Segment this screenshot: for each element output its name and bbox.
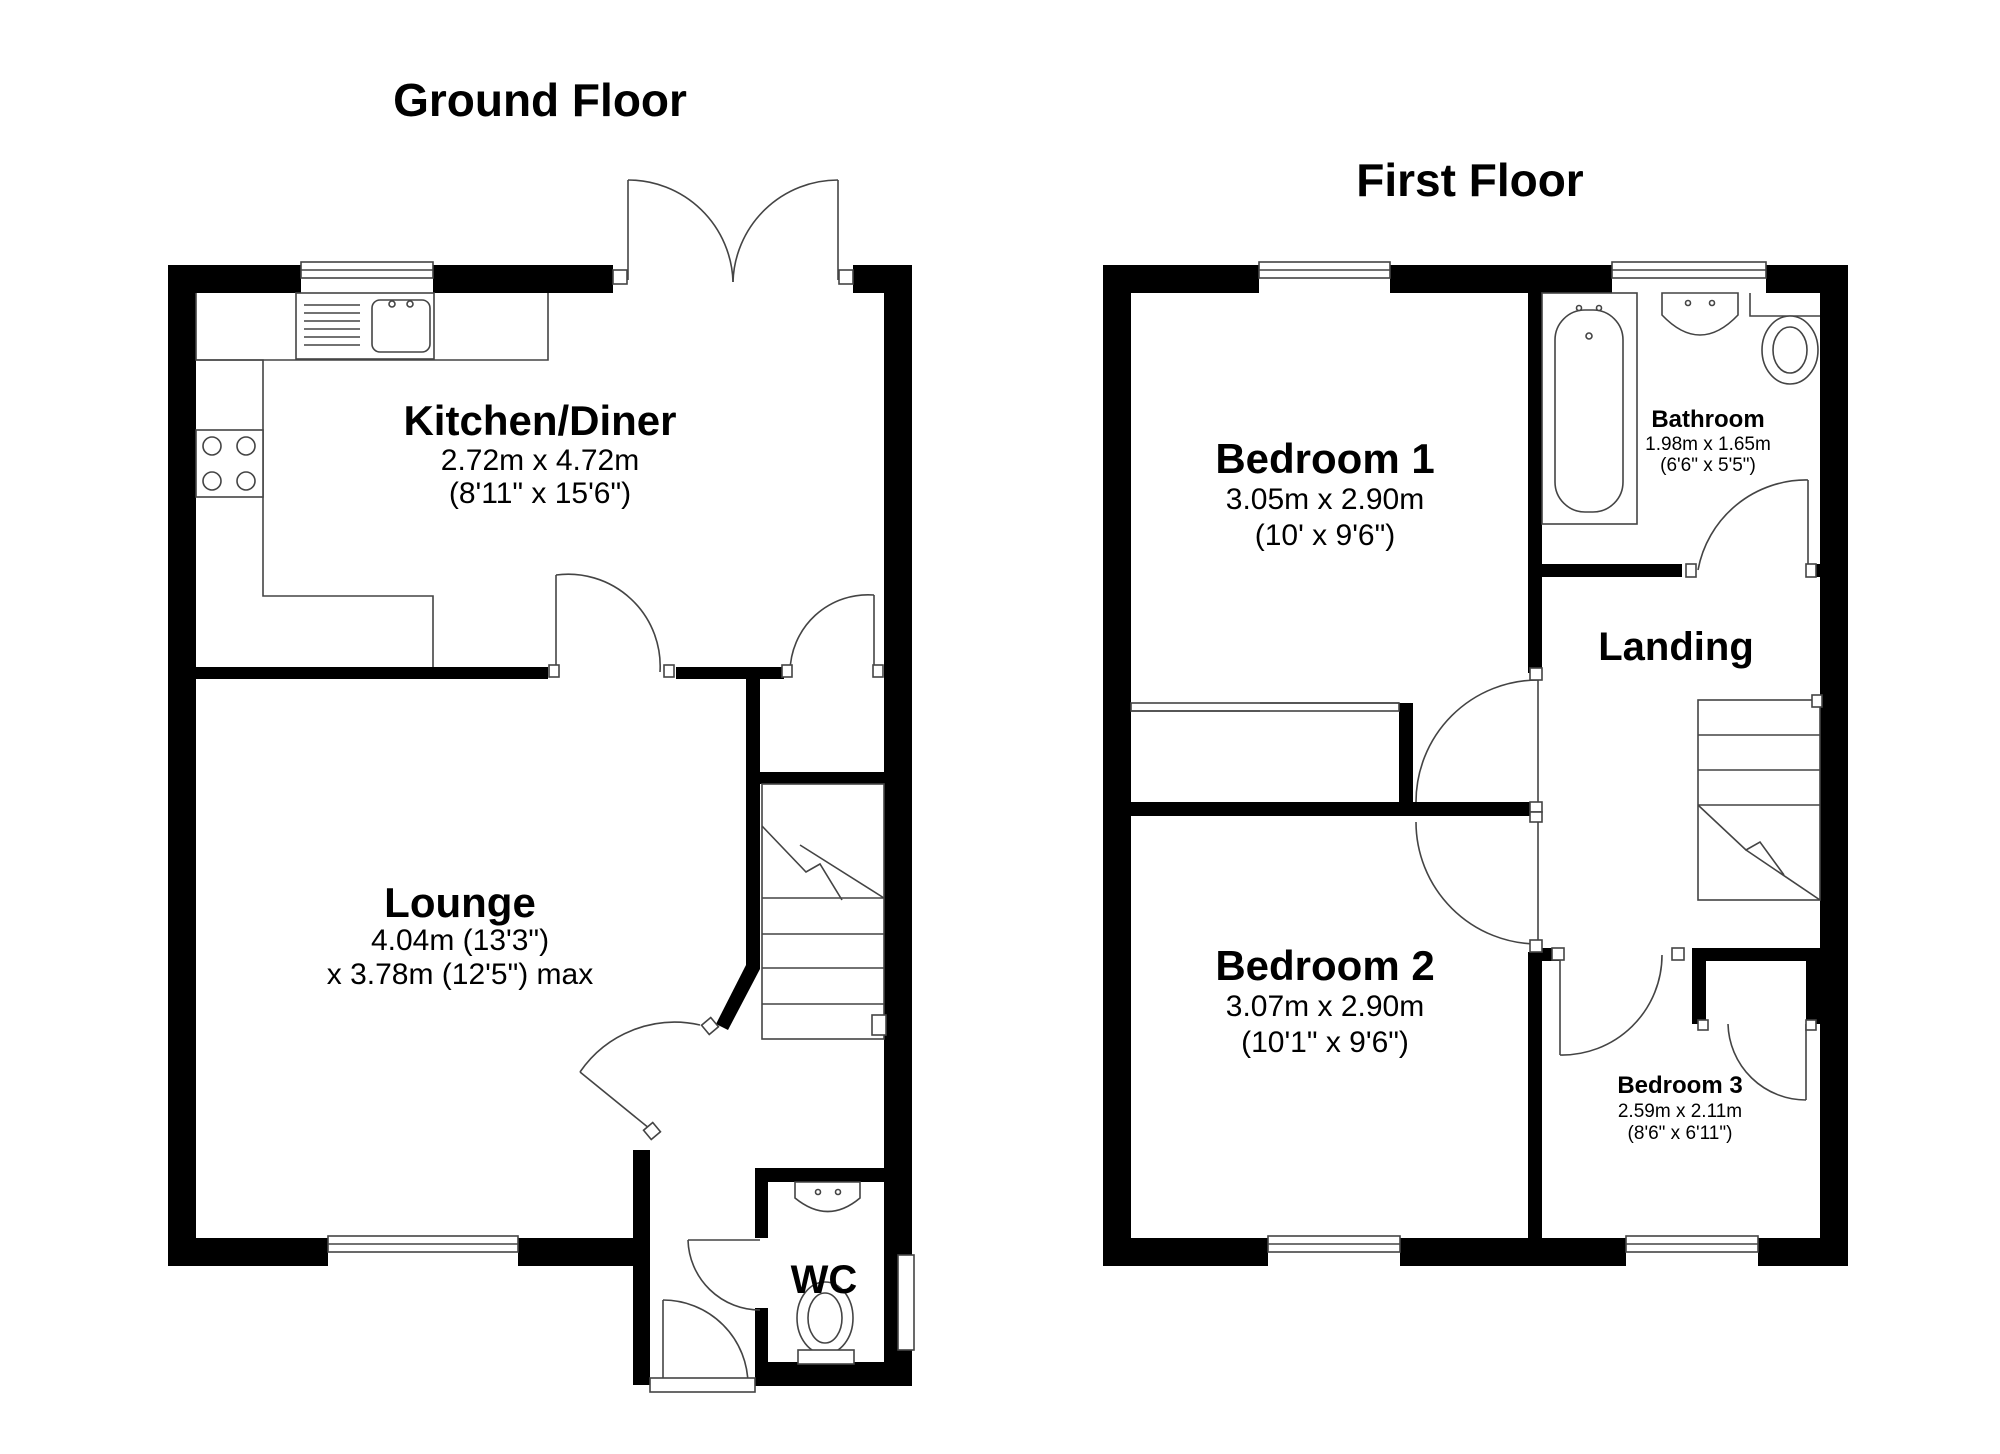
gf-wall-right-upper <box>884 265 912 1385</box>
lounge-dim-line1: 4.04m (13'3") <box>371 924 549 957</box>
ff-wall-top-b <box>1390 265 1612 293</box>
bedroom3-door <box>1551 947 1685 1056</box>
gf-wall-wc-top <box>755 1168 884 1182</box>
ff-wall-bottom-a <box>1103 1238 1268 1266</box>
gf-wall-wc-side-a <box>755 1168 768 1238</box>
bathroom-dim-imperial: (6'6" x 5'5") <box>1660 455 1756 476</box>
gf-wall-kitchen-lounge-a <box>196 667 548 679</box>
ff-wall-left <box>1103 265 1131 1265</box>
ff-wall-bed1-bed2 <box>1131 802 1541 816</box>
bathroom-name: Bathroom <box>1651 406 1764 433</box>
bedroom1-door <box>1415 667 1543 813</box>
bedroom3-cupboard-door <box>1697 1019 1817 1101</box>
bathroom-door <box>1685 479 1817 578</box>
gf-wall-cupboard-bottom <box>760 772 884 784</box>
gf-wall-wc-side-b <box>755 1308 768 1386</box>
bathroom-basin-icon <box>1661 292 1739 336</box>
lounge-door <box>579 1016 720 1141</box>
wc-name: WC <box>791 1258 858 1302</box>
ff-wall-bath-bottom <box>1542 564 1682 577</box>
ff-wall-bed3-cupboard-a <box>1692 948 1820 961</box>
wc-window <box>897 1254 915 1351</box>
gf-wall-stairs-side <box>746 679 760 969</box>
wc-basin-icon <box>794 1181 861 1213</box>
kitchen-name: Kitchen/Diner <box>403 397 676 444</box>
cupboard-door <box>781 593 884 678</box>
hob-icon <box>195 429 264 498</box>
ff-stairs <box>1697 694 1823 901</box>
bedroom3-dim-imperial: (8'6" x 6'11") <box>1628 1123 1733 1144</box>
gf-wall-entry-left <box>633 1150 650 1385</box>
ff-wall-bottom-c <box>1758 1238 1848 1266</box>
ground-floor-title: Ground Floor <box>393 74 687 126</box>
bath-icon <box>1541 292 1638 525</box>
ff-wall-bed3-cupboard-c <box>1806 948 1820 1024</box>
gf-wall-top-mid <box>433 265 613 293</box>
ff-wall-bottom-b <box>1400 1238 1626 1266</box>
wc-door <box>687 1239 761 1311</box>
toilet-icon <box>796 1281 855 1365</box>
first-floor-title: First Floor <box>1356 154 1584 206</box>
bedroom3-name: Bedroom 3 <box>1617 1072 1742 1099</box>
front-door <box>649 1299 756 1393</box>
kitchen-lounge-door <box>548 573 675 678</box>
bedroom1-name: Bedroom 1 <box>1215 435 1434 482</box>
ground-floor-plan: Ground Floor Kitchen/Diner 2.72m x 4.72m… <box>168 74 915 1393</box>
lounge-dim-line2: x 3.78m (12'5") max <box>327 958 593 991</box>
bedroom2-name: Bedroom 2 <box>1215 942 1434 989</box>
bedroom1-wardrobe <box>1130 702 1400 712</box>
ff-wall-top-a <box>1103 265 1259 293</box>
bedroom2-dim-imperial: (10'1" x 9'6") <box>1241 1026 1409 1059</box>
lounge-name: Lounge <box>384 879 536 926</box>
bathroom-toilet-icon <box>1749 293 1820 385</box>
ff-wall-bed1-landing <box>1528 293 1542 673</box>
gf-wall-angled <box>716 965 760 1030</box>
bathroom-dim-metric: 1.98m x 1.65m <box>1645 434 1771 455</box>
gf-stairs <box>761 783 887 1040</box>
ff-wall-bed3-cupboard-b <box>1692 948 1706 1024</box>
bedroom2-dim-metric: 3.07m x 2.90m <box>1226 990 1424 1023</box>
ff-wall-wardrobe-side <box>1399 703 1413 802</box>
bedroom2-door <box>1415 811 1543 953</box>
landing-name: Landing <box>1598 625 1754 669</box>
sink-icon <box>371 299 431 353</box>
french-doors <box>612 179 854 285</box>
kitchen-dim-metric: 2.72m x 4.72m <box>441 444 639 477</box>
gf-wall-left <box>168 265 196 1265</box>
gf-wall-bottom-left <box>168 1238 328 1266</box>
first-floor-plan: First Floor Bedroom 1 3.05m x 2.90m (10'… <box>1103 154 1848 1266</box>
gf-wall-bottom-right <box>755 1362 912 1386</box>
gf-wall-top-left <box>168 265 301 293</box>
ff-wall-bed2-landing <box>1528 952 1542 1238</box>
gf-wall-kitchen-lounge-b <box>676 667 784 679</box>
ff-wall-right <box>1820 265 1848 1265</box>
bedroom1-dim-imperial: (10' x 9'6") <box>1255 519 1396 552</box>
bedroom1-dim-metric: 3.05m x 2.90m <box>1226 483 1424 516</box>
kitchen-dim-imperial: (8'11" x 15'6") <box>449 477 631 510</box>
kitchen-worktop <box>195 292 549 667</box>
gf-wall-bottom-mid <box>518 1238 648 1266</box>
bedroom3-dim-metric: 2.59m x 2.11m <box>1618 1101 1742 1122</box>
